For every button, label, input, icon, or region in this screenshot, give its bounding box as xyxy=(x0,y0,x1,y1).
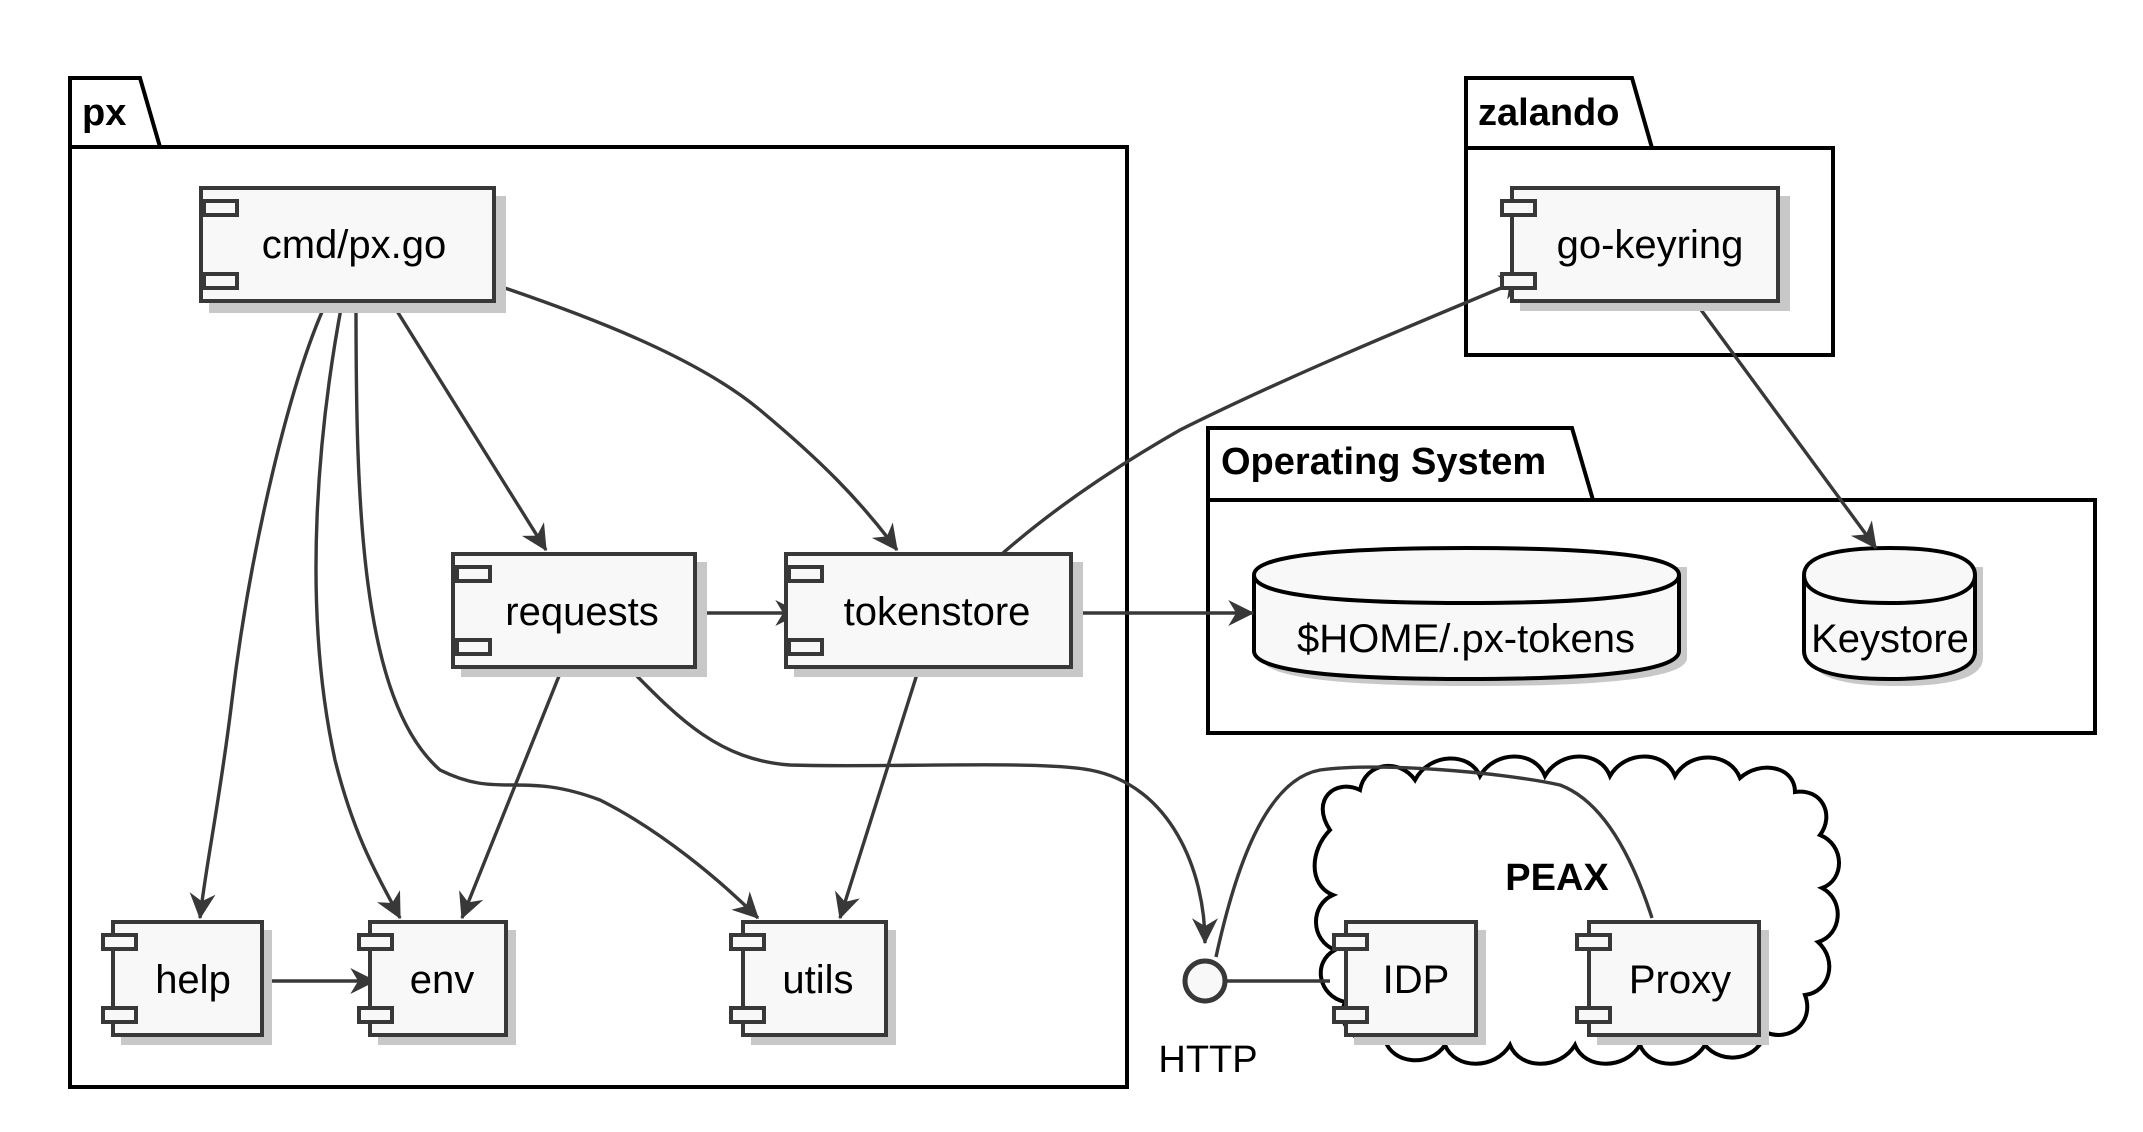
component-tab-icon xyxy=(787,638,824,656)
component-cmd-label: cmd/px.go xyxy=(262,223,447,267)
component-idp-label: IDP xyxy=(1383,958,1450,1002)
database-keystore: Keystore xyxy=(1802,545,1983,686)
component-tab-icon xyxy=(1575,1006,1612,1024)
edge-requests-env xyxy=(459,670,563,920)
component-tab-icon xyxy=(1332,1006,1369,1024)
component-tab-icon xyxy=(455,638,492,656)
edge-cmd-help xyxy=(189,302,328,920)
edge-requests-http xyxy=(630,669,1218,945)
component-tab-icon xyxy=(729,933,766,951)
component-cmd-px-go[interactable]: cmd/px.go xyxy=(199,186,506,313)
database-px-tokens-label: $HOME/.px-tokens xyxy=(1297,617,1635,661)
component-tab-icon xyxy=(1500,272,1537,290)
component-tab-icon xyxy=(101,933,138,951)
interface-http-label: HTTP xyxy=(1158,1039,1257,1081)
component-tab-icon xyxy=(455,565,492,583)
component-tab-icon xyxy=(1332,933,1369,951)
component-tokenstore[interactable]: tokenstore xyxy=(784,552,1083,677)
database-px-tokens: $HOME/.px-tokens xyxy=(1252,545,1687,686)
component-tab-icon xyxy=(1500,199,1537,217)
component-proxy-label: Proxy xyxy=(1629,958,1731,1002)
component-tab-icon xyxy=(1575,933,1612,951)
edge-cmd-requests xyxy=(390,302,548,552)
package-zalando-label: zalando xyxy=(1478,92,1619,134)
edge-gokeyring-keystore xyxy=(1694,301,1878,550)
component-go-keyring-label: go-keyring xyxy=(1557,223,1744,267)
component-tab-icon xyxy=(101,1006,138,1024)
component-help-label: help xyxy=(155,958,231,1002)
component-tab-icon xyxy=(202,272,239,290)
component-tab-icon xyxy=(357,1006,394,1024)
interface-http: HTTP xyxy=(1158,958,1258,1081)
edges xyxy=(189,275,1878,994)
component-help[interactable]: help xyxy=(101,920,272,1045)
component-env[interactable]: env xyxy=(357,920,516,1045)
component-utils[interactable]: utils xyxy=(729,920,896,1045)
component-tab-icon xyxy=(787,565,824,583)
database-keystore-label: Keystore xyxy=(1811,617,1969,661)
edge-cmd-tokenstore xyxy=(492,282,899,552)
component-tab-icon xyxy=(357,933,394,951)
component-tab-icon xyxy=(729,1006,766,1024)
component-env-label: env xyxy=(410,958,475,1002)
package-px-label: px xyxy=(82,92,126,134)
component-requests[interactable]: requests xyxy=(451,552,707,677)
component-tab-icon xyxy=(202,199,239,217)
edge-tokenstore-utils xyxy=(835,670,920,920)
component-utils-label: utils xyxy=(782,958,853,1002)
component-proxy[interactable]: Proxy xyxy=(1575,920,1769,1045)
component-go-keyring[interactable]: go-keyring xyxy=(1500,186,1790,311)
component-idp[interactable]: IDP xyxy=(1332,920,1486,1045)
edge-http-proxy xyxy=(1214,765,1654,958)
cloud-peax-label: PEAX xyxy=(1505,857,1609,899)
component-tokenstore-label: tokenstore xyxy=(844,590,1031,634)
edge-cmd-env xyxy=(314,302,402,920)
edge-tokenstore-gokeyring xyxy=(1001,275,1527,555)
http-lollipop-icon xyxy=(1182,958,1228,1004)
component-requests-label: requests xyxy=(505,590,658,634)
package-os-label: Operating System xyxy=(1221,441,1546,483)
edge-cmd-utils xyxy=(354,302,760,920)
